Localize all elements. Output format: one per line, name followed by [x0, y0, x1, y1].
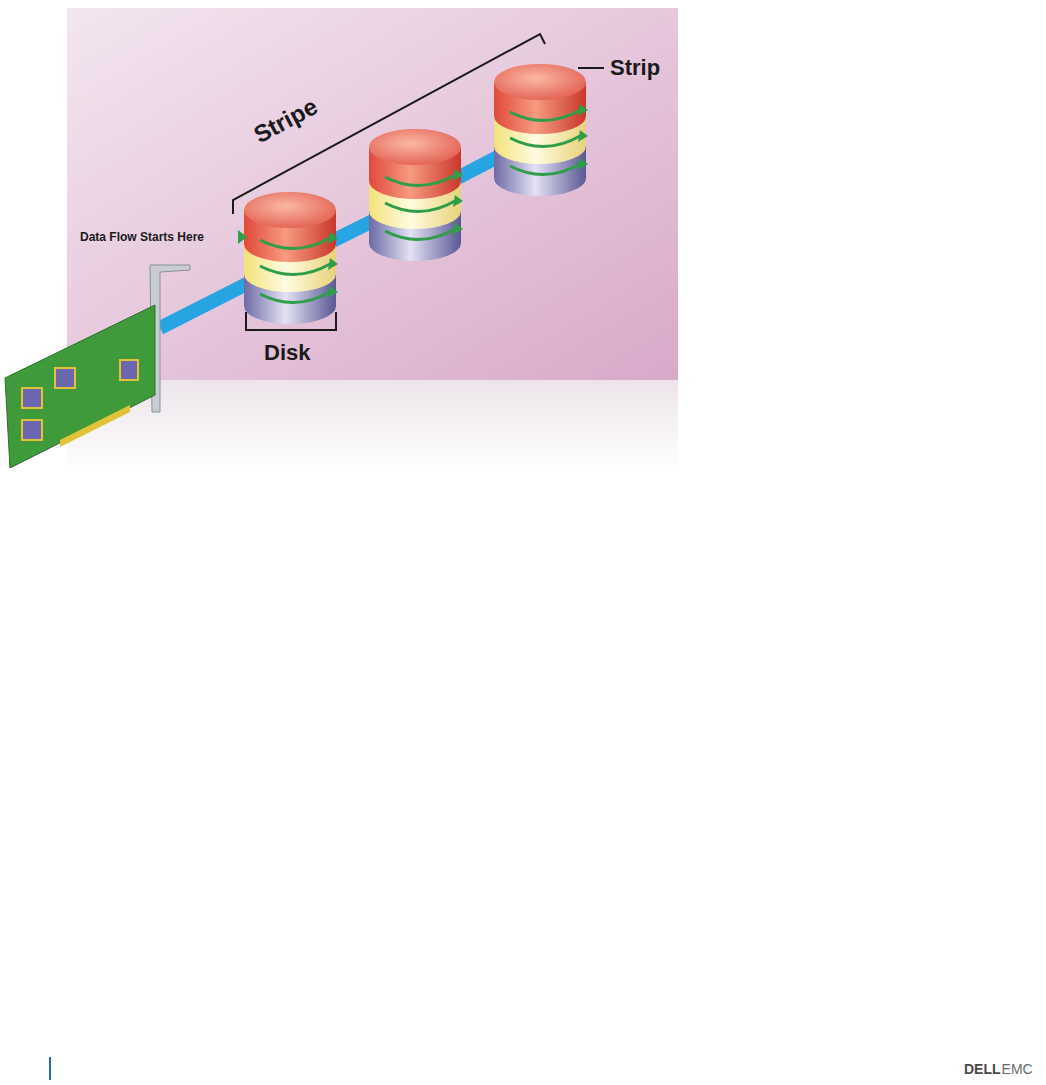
disk-label: Disk: [264, 342, 310, 364]
strip-label: Strip: [610, 57, 660, 79]
flow-label: Data Flow Starts Here: [80, 231, 204, 243]
logo-text: EMC: [1002, 1062, 1033, 1076]
logo-text: DELL: [964, 1062, 1001, 1076]
